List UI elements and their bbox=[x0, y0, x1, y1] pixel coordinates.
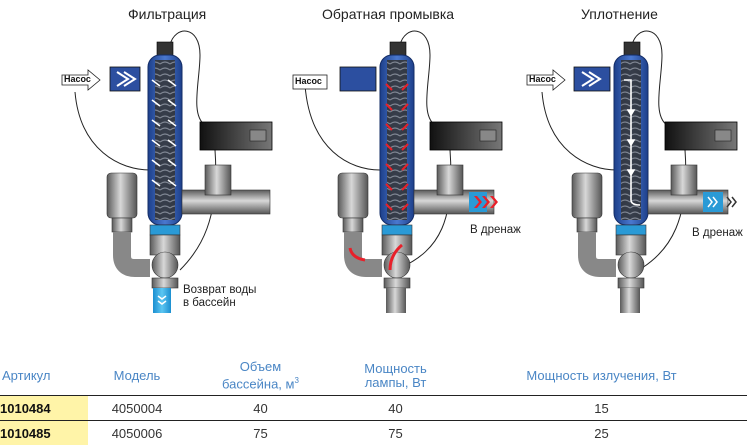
return-label-line2: в бассейн bbox=[183, 297, 236, 309]
panel-filtration bbox=[61, 30, 273, 313]
return-label-line1: Возврат воды bbox=[183, 284, 257, 296]
panel-title-compaction: Уплотнение bbox=[581, 6, 658, 22]
flow-arrows bbox=[624, 79, 641, 206]
pump-label: Насос bbox=[295, 76, 322, 86]
cell-radiation: 15 bbox=[456, 395, 747, 421]
return-water bbox=[153, 288, 171, 313]
pump-arrow bbox=[61, 69, 101, 91]
pump-label: Насос bbox=[529, 74, 556, 84]
vessel-cap bbox=[156, 41, 174, 57]
valve bbox=[571, 172, 603, 219]
flow-arrows bbox=[385, 83, 409, 211]
cell-radiation: 25 bbox=[456, 420, 747, 445]
drain-label: В дренаж bbox=[470, 224, 521, 236]
table-row: 1010484 4050004 40 40 15 bbox=[0, 395, 747, 421]
panel-backwash bbox=[292, 30, 503, 313]
wire bbox=[74, 91, 151, 171]
panel-title-filtration: Фильтрация bbox=[128, 6, 207, 22]
panel-compaction bbox=[526, 30, 738, 313]
valve bbox=[106, 172, 138, 219]
controller-display bbox=[249, 129, 267, 142]
cell-article: 1010485 bbox=[0, 420, 88, 445]
cell-volume: 40 bbox=[186, 395, 335, 421]
spec-table: Артикул Модель Объем бассейна, м3 Мощнос… bbox=[0, 357, 747, 445]
cell-model: 4050006 bbox=[88, 420, 187, 445]
cell-lamp: 75 bbox=[334, 420, 457, 445]
filter-modes-diagram: Фильтрация Обратная промывка Уплотнение … bbox=[61, 6, 743, 313]
table-header-row: Артикул Модель Объем бассейна, м3 Мощнос… bbox=[0, 357, 747, 396]
col-radiation-power: Мощность излучения, Вт bbox=[526, 368, 677, 383]
pump-label: Насос bbox=[64, 74, 91, 84]
inlet-pipe bbox=[339, 66, 377, 92]
col-lamp-power: Мощность лампы, Вт bbox=[364, 361, 427, 390]
pump-arrow bbox=[526, 69, 566, 91]
drain-arrows bbox=[707, 196, 737, 208]
flow-arrows bbox=[151, 79, 177, 187]
col-volume: Объем бассейна, м3 bbox=[222, 359, 299, 392]
panel-title-backwash: Обратная промывка bbox=[322, 6, 455, 22]
cell-article: 1010484 bbox=[0, 395, 88, 421]
table-row: 1010485 4050006 75 75 25 bbox=[0, 420, 747, 445]
wire bbox=[169, 30, 206, 126]
cell-model: 4050004 bbox=[88, 395, 187, 421]
cell-volume: 75 bbox=[186, 420, 335, 445]
pump-box bbox=[292, 74, 328, 90]
valve bbox=[337, 172, 369, 219]
drain-arrows bbox=[474, 196, 498, 208]
diagram-svg bbox=[61, 30, 738, 313]
col-model: Модель bbox=[113, 368, 161, 383]
drain-label: В дренаж bbox=[692, 227, 743, 239]
cell-lamp: 40 bbox=[334, 395, 457, 421]
return-label: Возврат воды в бассейн bbox=[183, 284, 256, 310]
col-article: Артикул bbox=[2, 368, 51, 383]
